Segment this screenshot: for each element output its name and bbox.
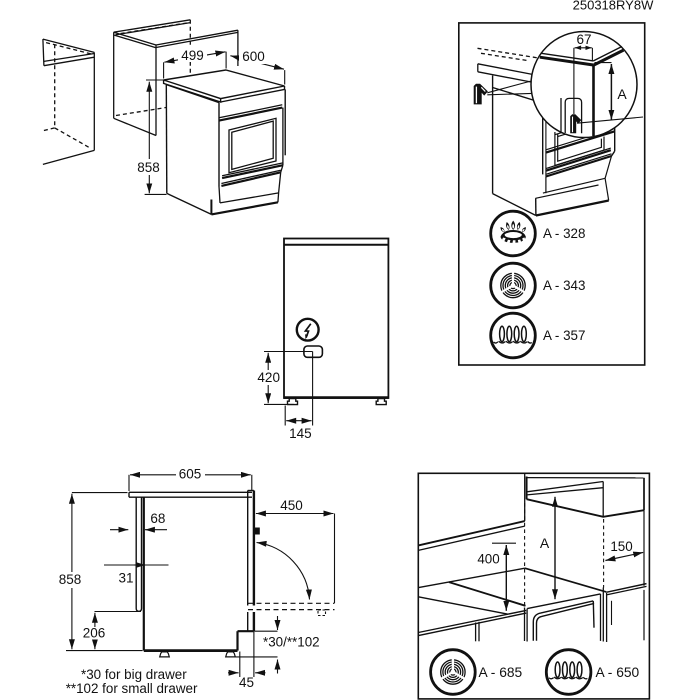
svg-text:67: 67 bbox=[576, 32, 591, 47]
svg-text:45: 45 bbox=[239, 675, 254, 690]
svg-text:A: A bbox=[617, 86, 627, 102]
svg-text:600: 600 bbox=[242, 49, 265, 64]
svg-text:400: 400 bbox=[477, 552, 499, 567]
svg-text:68: 68 bbox=[150, 511, 165, 526]
svg-text:A - 328: A - 328 bbox=[543, 226, 585, 241]
svg-text:499: 499 bbox=[181, 48, 204, 63]
svg-text:420: 420 bbox=[257, 370, 280, 385]
svg-text:*30 for big drawer: *30 for big drawer bbox=[81, 667, 187, 682]
svg-text:31: 31 bbox=[118, 571, 133, 586]
svg-text:605: 605 bbox=[179, 467, 202, 482]
svg-text:145: 145 bbox=[289, 426, 312, 441]
svg-text:858: 858 bbox=[59, 572, 82, 587]
svg-text:A: A bbox=[540, 535, 550, 551]
svg-text:250318RY8W: 250318RY8W bbox=[573, 0, 654, 13]
svg-text:858: 858 bbox=[137, 160, 160, 175]
svg-text:A - 357: A - 357 bbox=[543, 328, 585, 343]
svg-text:A - 343: A - 343 bbox=[543, 278, 585, 293]
svg-text:A - 650: A - 650 bbox=[596, 665, 640, 680]
svg-text:206: 206 bbox=[83, 626, 106, 641]
svg-text:*30/**102: *30/**102 bbox=[263, 635, 320, 650]
svg-text:150: 150 bbox=[610, 539, 632, 554]
svg-text:450: 450 bbox=[280, 498, 303, 513]
svg-text:A - 685: A - 685 bbox=[479, 665, 523, 680]
svg-text:**102 for small drawer: **102 for small drawer bbox=[66, 681, 198, 696]
